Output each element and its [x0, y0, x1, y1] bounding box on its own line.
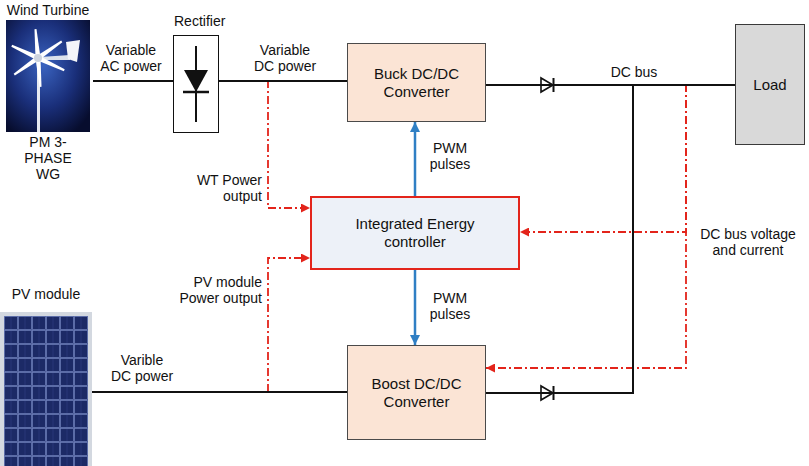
- label-holder: Variable AC power: [96, 42, 166, 74]
- edge-label: Variable DC power: [250, 42, 320, 74]
- node-heading: Wind Turbine: [3, 2, 93, 18]
- pv-module-picture: [0, 312, 92, 466]
- power-line: [93, 80, 173, 82]
- turbine-background: [6, 20, 90, 132]
- converter-box: Buck DC/DC Converter: [347, 43, 486, 122]
- rectifier-box: Rectifier: [173, 35, 219, 133]
- wind-turbine-node: Wind Turbine PM 3-PHASE WG: [3, 2, 93, 180]
- pv-panel: [4, 316, 88, 466]
- wind-turbine-picture: [6, 20, 90, 132]
- node-heading: PV module: [0, 286, 92, 302]
- node-text: Buck DC/DC Converter: [358, 65, 475, 101]
- signal-line: [486, 85, 735, 368]
- label-holder: Variable DC power: [250, 42, 320, 74]
- label-holder: WT Power output: [176, 172, 262, 204]
- label-holder: DC bus voltage and current: [692, 226, 804, 258]
- power-line: [219, 80, 347, 82]
- edge-label: PV module Power output: [166, 274, 262, 306]
- pv-cells: [4, 316, 88, 466]
- turbine-tail-fin: [66, 40, 80, 62]
- edge-label: Variable AC power: [96, 42, 166, 74]
- node-heading: Rectifier: [174, 13, 218, 29]
- label-holder: PV module Power output: [166, 274, 262, 306]
- pv-frame: [0, 312, 92, 466]
- power-line: [486, 85, 735, 393]
- label-holder: PWM pulses: [424, 290, 476, 322]
- node-text: Load: [753, 76, 786, 94]
- pwm-arrow: [414, 270, 417, 345]
- edge-label: PWM pulses: [424, 290, 476, 322]
- edge-label: DC bus voltage and current: [692, 226, 804, 258]
- generator-type-label: PM 3-PHASE WG: [16, 134, 80, 182]
- edge-label: Varible DC power: [110, 352, 174, 384]
- node-text: Boost DC/DC Converter: [358, 375, 475, 411]
- bus-label: DC bus: [604, 64, 664, 80]
- pv-module-node: PV module: [0, 284, 92, 466]
- converter-box: Boost DC/DC Converter: [347, 345, 486, 440]
- label-holder: DC bus: [604, 64, 664, 80]
- controller-box: Integrated Energy controller: [310, 196, 520, 270]
- signal-line: [520, 85, 735, 232]
- pwm-arrow: [414, 122, 417, 196]
- label-holder: PWM pulses: [424, 140, 476, 172]
- load-box: Load: [735, 24, 805, 145]
- node-text: Integrated Energy controller: [336, 215, 494, 251]
- power-line: [92, 391, 347, 393]
- label-holder: Varible DC power: [110, 352, 174, 384]
- signal-line: [92, 258, 310, 392]
- turbine-rotor: [11, 29, 66, 87]
- edge-label: WT Power output: [176, 172, 262, 204]
- rectifier-diode-symbol: [183, 46, 209, 122]
- edge-label: PWM pulses: [424, 140, 476, 172]
